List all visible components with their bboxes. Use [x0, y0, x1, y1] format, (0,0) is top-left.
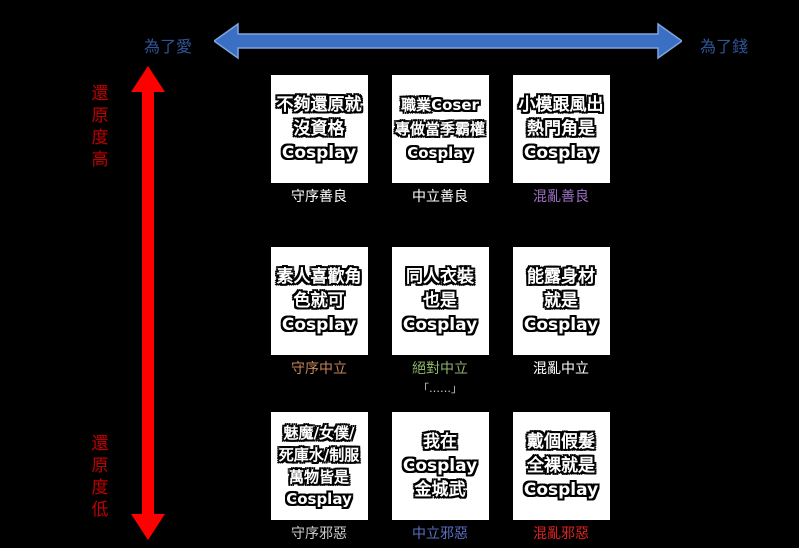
alignment-caption: 守序邪惡: [291, 526, 347, 542]
cell-chaotic-neutral: 能露身材 就是 Cosplay 混亂中立: [511, 247, 611, 378]
card-text: 職業Coser 專做當季霸權 Cosplay: [394, 96, 485, 162]
cell-lawful-evil: 魅魔/女僕/ 死庫水/制服 萬物皆是 Cosplay 守序邪惡: [269, 412, 369, 543]
cell-chaotic-good: 小模跟風出 熱門角是 Cosplay 混亂善良: [511, 75, 611, 206]
alignment-caption: 絕對中立: [412, 361, 468, 377]
card: 魅魔/女僕/ 死庫水/制服 萬物皆是 Cosplay: [270, 412, 368, 520]
alignment-caption: 中立善良: [412, 189, 468, 205]
card: 職業Coser 專做當季霸權 Cosplay: [391, 75, 489, 183]
cell-chaotic-evil: 戴個假髮 全裸就是 Cosplay 混亂邪惡: [511, 412, 611, 543]
ellipsis-quote: 「……」: [418, 382, 462, 395]
alignment-caption: 守序善良: [291, 189, 347, 205]
card: 素人喜歡角 色就可 Cosplay: [270, 247, 368, 355]
axis-label-low-fidelity: 還 原 度 低: [91, 434, 109, 520]
cell-lawful-neutral: 素人喜歡角 色就可 Cosplay 守序中立: [269, 247, 369, 378]
cell-neutral-evil: 我在 Cosplay 金城武 中立邪惡: [390, 412, 490, 543]
alignment-caption: 混亂邪惡: [533, 526, 589, 542]
vertical-axis-arrow: [131, 66, 165, 540]
card: 我在 Cosplay 金城武: [391, 412, 489, 520]
card-text: 不夠還原就 沒資格 Cosplay: [276, 95, 362, 163]
card-text: 能露身材 就是 Cosplay: [523, 267, 599, 335]
alignment-caption: 混亂善良: [533, 189, 589, 205]
card-text: 小模跟風出 熱門角是 Cosplay: [518, 95, 604, 163]
cell-true-neutral: 同人衣裝 也是 Cosplay 絕對中立 「……」: [390, 247, 490, 396]
card: 能露身材 就是 Cosplay: [512, 247, 610, 355]
axis-label-high-fidelity: 還 原 度 高: [91, 84, 109, 170]
cell-neutral-good: 職業Coser 專做當季霸權 Cosplay 中立善良: [390, 75, 490, 206]
card-text: 同人衣裝 也是 Cosplay: [402, 267, 478, 335]
axis-label-for-love: 為了愛: [144, 37, 193, 56]
card-text: 素人喜歡角 色就可 Cosplay: [276, 267, 362, 335]
card-text: 魅魔/女僕/ 死庫水/制服 萬物皆是 Cosplay: [278, 424, 360, 508]
alignment-caption: 混亂中立: [533, 361, 589, 377]
card: 戴個假髮 全裸就是 Cosplay: [512, 412, 610, 520]
horizontal-axis-arrow: [214, 22, 682, 60]
alignment-caption: 守序中立: [291, 361, 347, 377]
card: 不夠還原就 沒資格 Cosplay: [270, 75, 368, 183]
cell-lawful-good: 不夠還原就 沒資格 Cosplay 守序善良: [269, 75, 369, 206]
axis-label-for-money: 為了錢: [700, 37, 749, 56]
card-text: 戴個假髮 全裸就是 Cosplay: [523, 432, 599, 500]
card: 小模跟風出 熱門角是 Cosplay: [512, 75, 610, 183]
card: 同人衣裝 也是 Cosplay: [391, 247, 489, 355]
card-text: 我在 Cosplay 金城武: [402, 432, 478, 500]
alignment-caption: 中立邪惡: [412, 526, 468, 542]
